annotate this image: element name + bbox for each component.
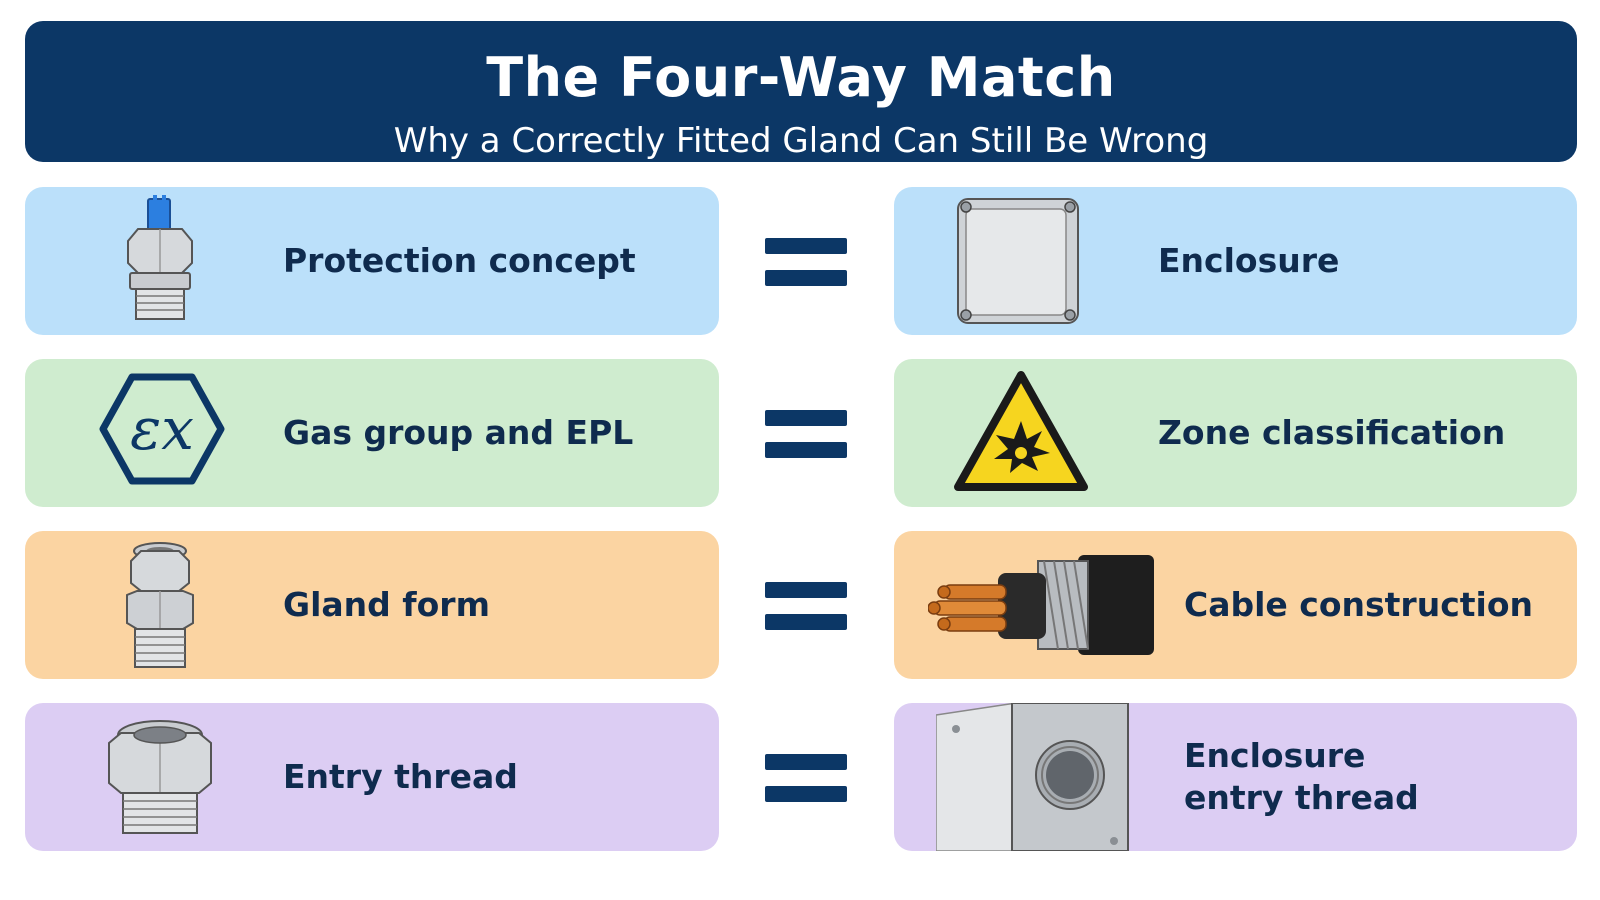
equals-sign (765, 754, 847, 802)
label-gland-form: Gland form (283, 585, 490, 624)
equals-sign (765, 410, 847, 458)
panel-enclosure: Enclosure (894, 187, 1577, 335)
equals-sign (765, 238, 847, 286)
label-protection-concept: Protection concept (283, 241, 636, 280)
label-line-1: Enclosure (1184, 736, 1366, 775)
equals-sign (765, 582, 847, 630)
panel-zone-classification: Zone classification (894, 359, 1577, 507)
ex-hexagon-icon: εx (99, 373, 225, 485)
panel-gland-form: Gland form (25, 531, 719, 679)
label-zone-classification: Zone classification (1158, 413, 1506, 452)
armoured-cable-icon (928, 555, 1154, 655)
gland-blue-top-icon (127, 195, 193, 320)
page-title: The Four-Way Match (486, 46, 1116, 109)
label-cable-construction: Cable construction (1184, 585, 1534, 624)
cable-gland-icon (126, 542, 194, 668)
enclosure-entry-icon (936, 703, 1129, 851)
panel-cable-construction: Cable construction (894, 531, 1577, 679)
explosion-warning-icon (954, 371, 1088, 491)
panel-gas-group: εx Gas group and EPL (25, 359, 719, 507)
junction-box-icon (957, 198, 1079, 324)
label-gas-group-epl: Gas group and EPL (283, 413, 634, 452)
page-subtitle: Why a Correctly Fitted Gland Can Still B… (393, 121, 1209, 161)
panel-protection-concept: Protection concept (25, 187, 719, 335)
threaded-fitting-icon (108, 720, 212, 834)
label-line-2: entry thread (1184, 778, 1419, 817)
label-enclosure: Enclosure (1158, 241, 1340, 280)
svg-text:εx: εx (130, 395, 194, 463)
label-enclosure-entry-thread: Enclosure entry thread (1184, 735, 1484, 819)
panel-enclosure-entry-thread: Enclosure entry thread (894, 703, 1577, 851)
label-entry-thread: Entry thread (283, 757, 518, 796)
title-banner: The Four-Way Match Why a Correctly Fitte… (25, 21, 1577, 162)
panel-entry-thread: Entry thread (25, 703, 719, 851)
